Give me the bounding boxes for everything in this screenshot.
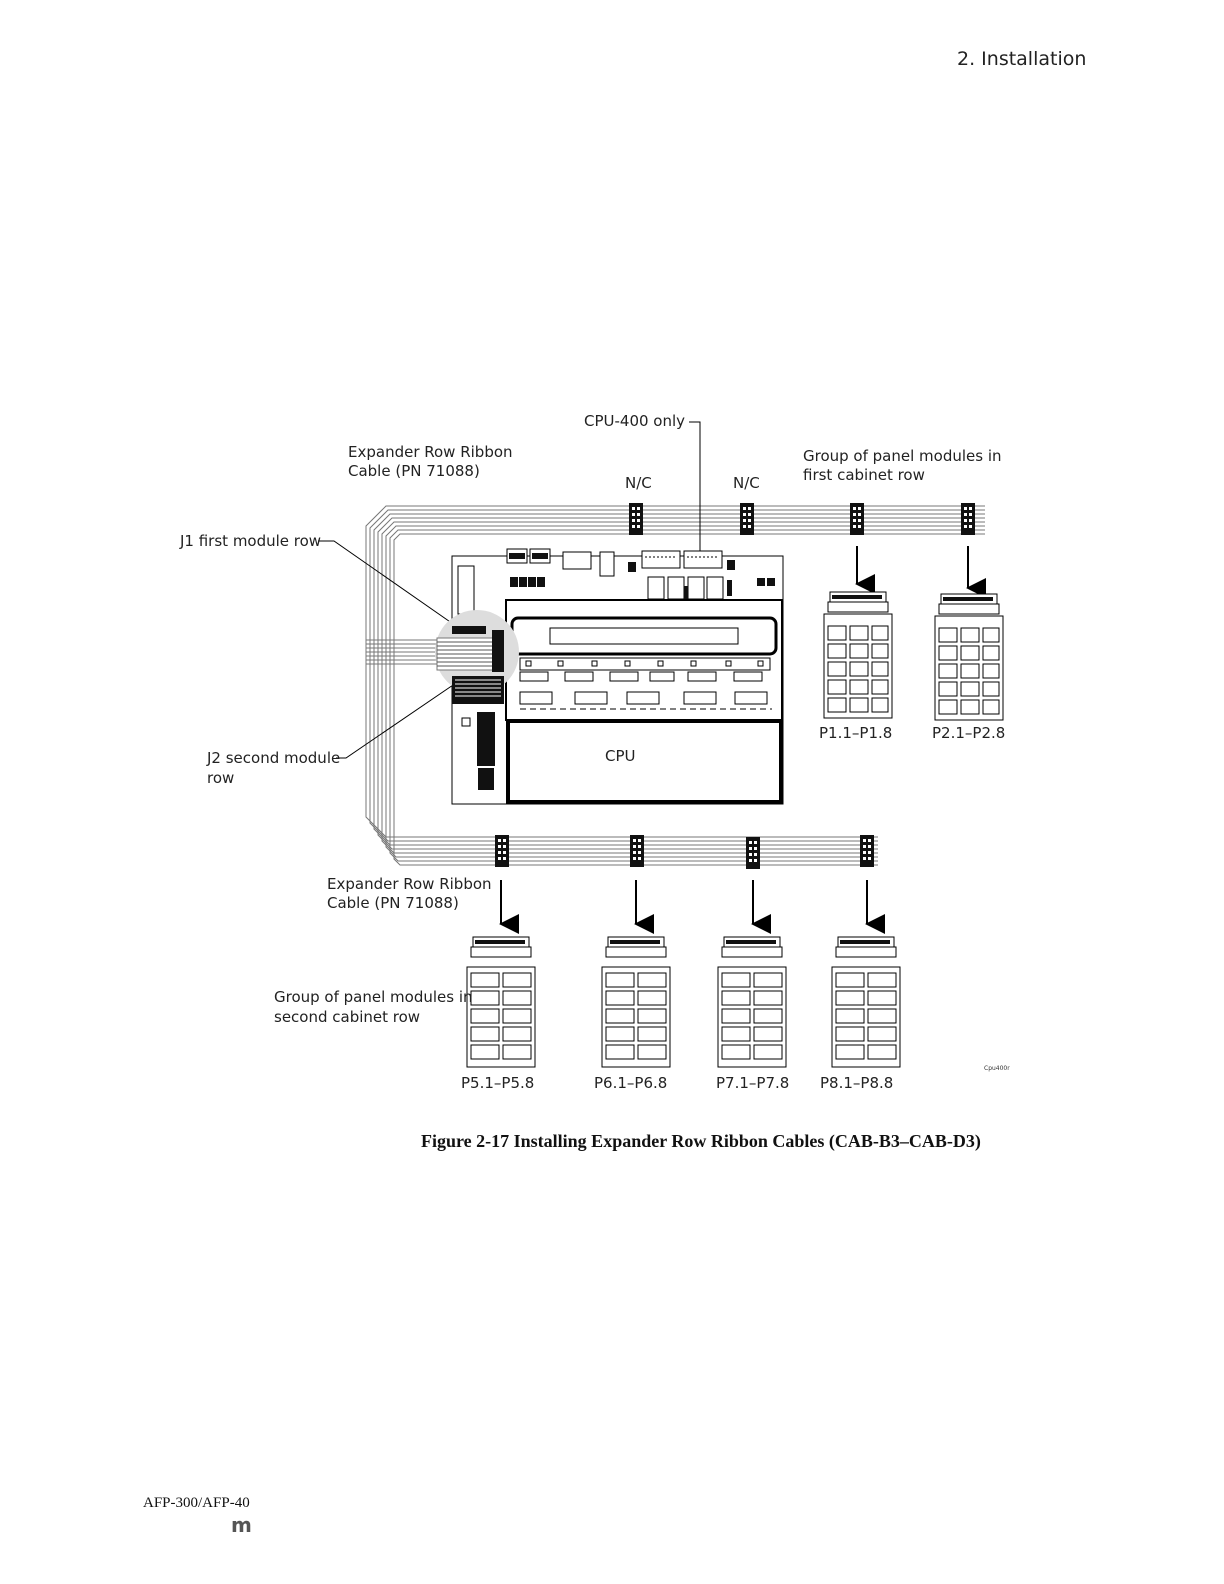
footer-mark: m: [231, 1513, 252, 1537]
drawing-id: Cpu400r: [984, 1065, 1010, 1072]
label-expander-top-line2: Cable (PN 71088): [348, 462, 480, 480]
label-p1: P1.1–P1.8: [819, 724, 893, 742]
label-p5: P5.1–P5.8: [461, 1074, 535, 1092]
top-ribbon-cable: [365, 505, 985, 640]
connector-p1: [850, 503, 864, 535]
label-p2: P2.1–P2.8: [932, 724, 1006, 742]
label-group-first-line1: Group of panel modules in: [803, 447, 1002, 465]
panel-module-group-p8: [831, 936, 901, 1068]
panel-module-group-p5: [466, 936, 536, 1068]
label-p7: P7.1–P7.8: [716, 1074, 790, 1092]
label-j2-line2: row: [207, 769, 235, 787]
connector-nc-left: [629, 503, 643, 535]
panel-module-group-p6: [601, 936, 671, 1068]
label-p8: P8.1–P8.8: [820, 1074, 894, 1092]
figure-caption: Figure 2-17 Installing Expander Row Ribb…: [421, 1131, 981, 1151]
label-expander-bottom-line1: Expander Row Ribbon: [327, 875, 492, 893]
footer-doc-name: AFP-300/AFP-40: [143, 1495, 250, 1511]
label-expander-bottom-line2: Cable (PN 71088): [327, 894, 459, 912]
label-cpu400-only: CPU-400 only: [584, 412, 686, 430]
label-group-second-line1: Group of panel modules in: [274, 988, 473, 1006]
leader-lines: [318, 421, 701, 759]
label-group-second-line2: second cabinet row: [274, 1008, 421, 1026]
connector-p5: [495, 835, 509, 867]
bottom-cable-connectors: [495, 835, 874, 869]
label-group-first-line2: first cabinet row: [803, 466, 925, 484]
connector-p2: [961, 503, 975, 535]
install-arrows: [499, 546, 986, 934]
label-cpu: CPU: [605, 747, 636, 765]
panel-module-group-p2: [934, 593, 1004, 721]
section-header: 2. Installation: [957, 48, 1087, 70]
top-cable-connectors: [629, 503, 975, 535]
label-nc-right: N/C: [733, 474, 760, 492]
label-p6: P6.1–P6.8: [594, 1074, 668, 1092]
connector-p7: [746, 837, 760, 869]
connector-nc-right: [740, 503, 754, 535]
label-nc-left: N/C: [625, 474, 652, 492]
connector-p8: [860, 835, 874, 867]
label-expander-top-line1: Expander Row Ribbon: [348, 443, 513, 461]
panel-module-group-p7: [717, 936, 787, 1068]
connector-p6: [630, 835, 644, 867]
label-j1: J1 first module row: [180, 532, 322, 550]
panel-module-group-p1: [823, 591, 893, 719]
main-control-board: [435, 548, 784, 805]
label-j2-line1: J2 second module: [207, 749, 341, 767]
